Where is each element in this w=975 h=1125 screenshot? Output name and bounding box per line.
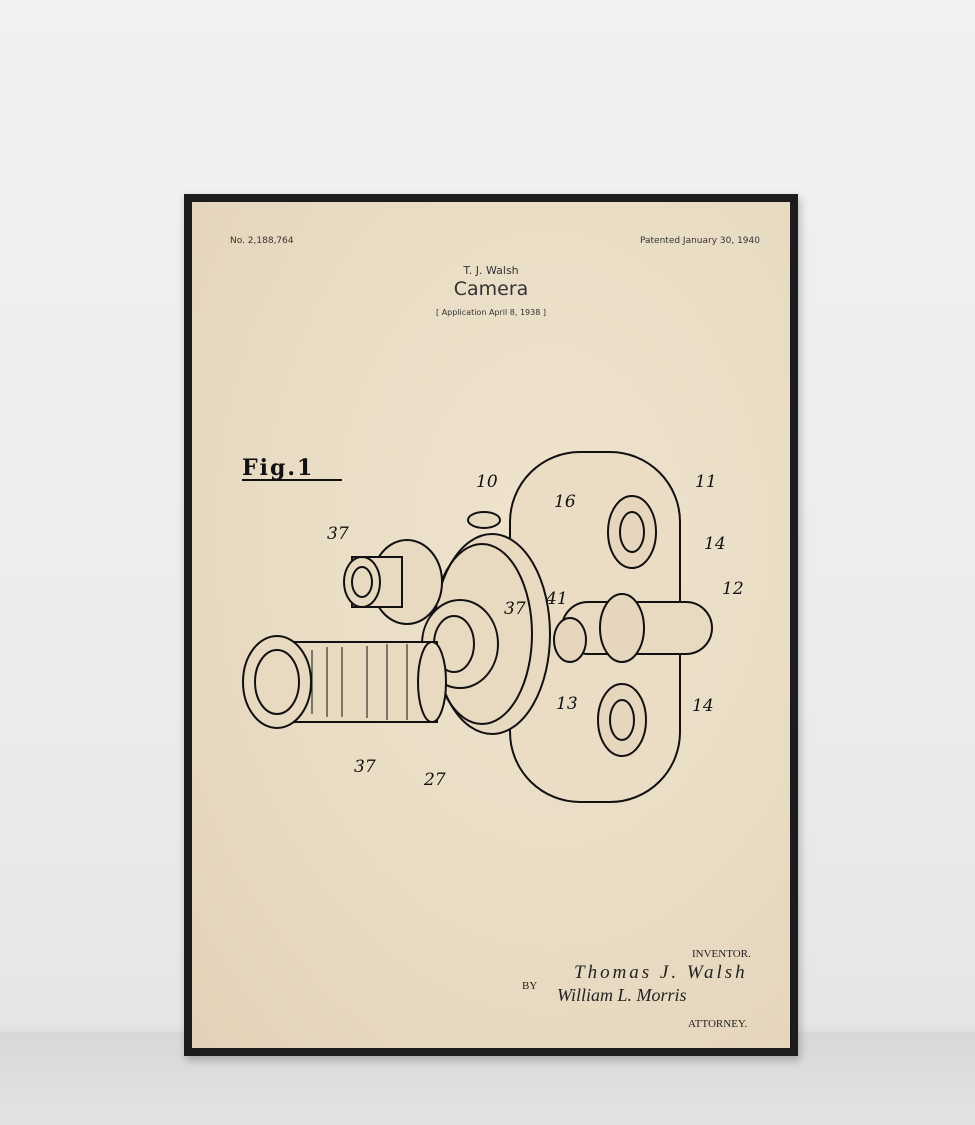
application-date: [ Application April 8, 1938 ] — [436, 308, 546, 317]
part-label: 41 — [545, 589, 568, 609]
poster-title: Camera — [453, 278, 529, 300]
inventor-label: INVENTOR. — [692, 948, 751, 960]
inventor-signature: Thomas J. Walsh — [574, 962, 748, 983]
figure-label: Fig.1 — [242, 455, 314, 481]
attorney-label: ATTORNEY. — [688, 1018, 748, 1030]
part-label: 37 — [354, 757, 376, 777]
main-lens — [242, 635, 312, 729]
patent-poster: No. 2,188,764 Patented January 30, 1940 … — [192, 202, 790, 1048]
patent-number: No. 2,188,764 — [230, 236, 294, 246]
inventor-name: T. J. Walsh — [463, 264, 519, 277]
part-label: 11 — [695, 472, 717, 492]
part-label: 12 — [722, 579, 744, 599]
poster-frame: No. 2,188,764 Patented January 30, 1940 … — [184, 194, 798, 1056]
part-labels: 10 11 16 14 37 12 37 41 13 14 37 27 — [327, 472, 744, 790]
camera-drawing: Fig.1 — [242, 451, 744, 803]
part-label: 27 — [423, 770, 446, 790]
part-label: 14 — [704, 534, 726, 554]
part-label: 37 — [504, 599, 526, 619]
part-label: 13 — [556, 694, 578, 714]
by-label: BY — [522, 980, 538, 992]
part-label: 14 — [692, 696, 714, 716]
part-label: 10 — [476, 472, 498, 492]
part-label: 16 — [554, 492, 576, 512]
part-label: 37 — [327, 524, 349, 544]
attorney-signature: William L. Morris — [557, 985, 687, 1005]
patent-date: Patented January 30, 1940 — [639, 236, 760, 246]
